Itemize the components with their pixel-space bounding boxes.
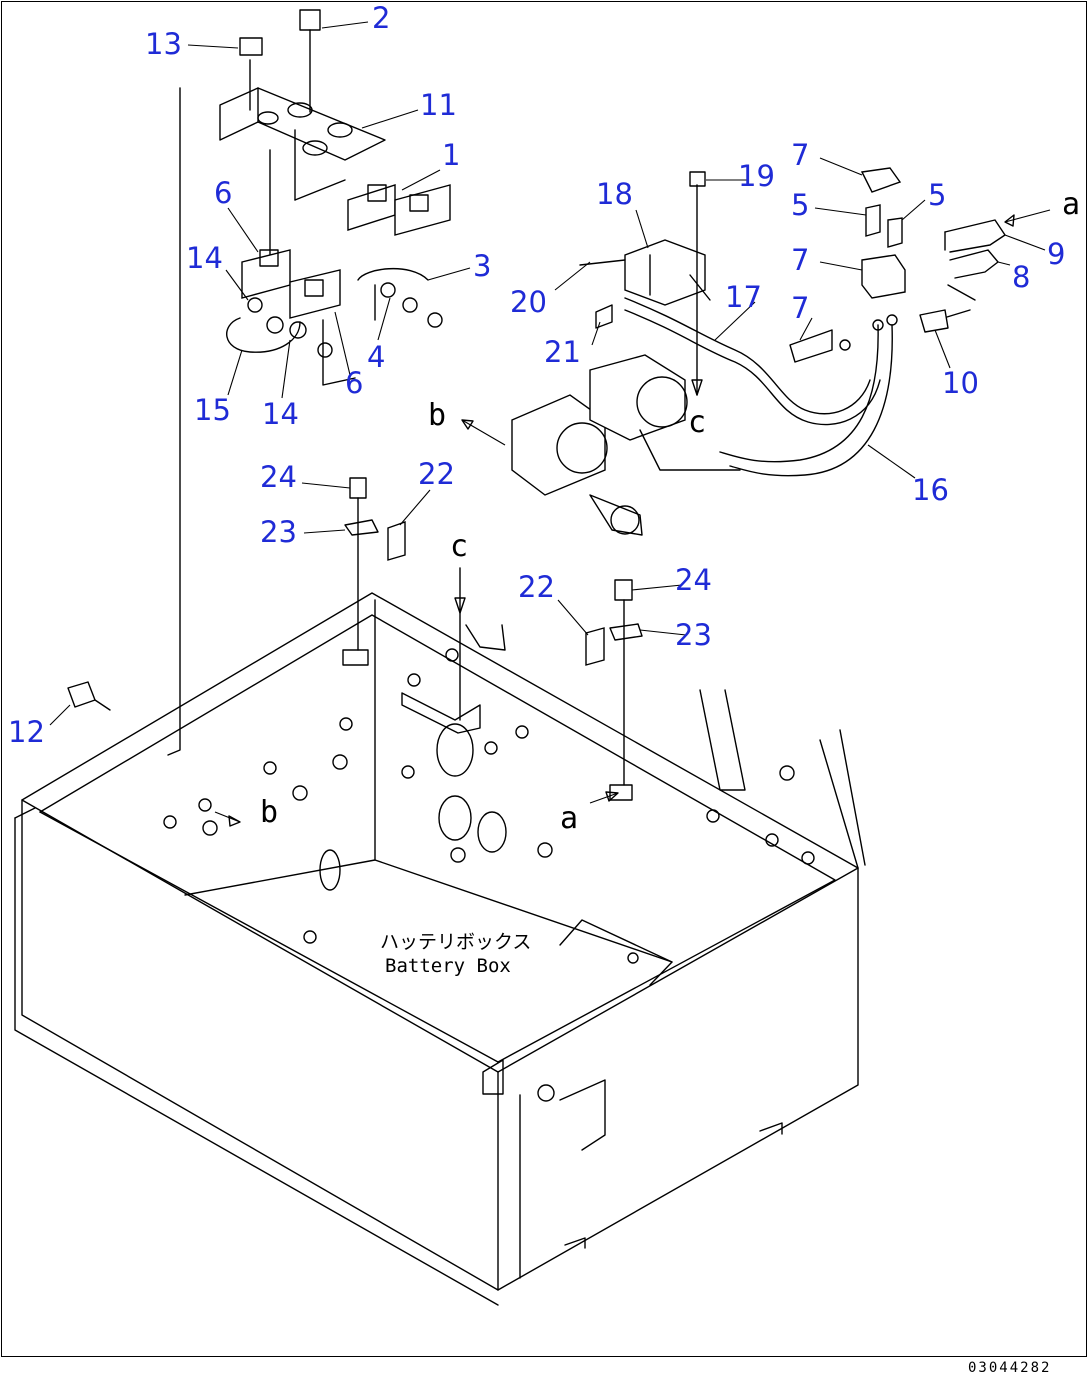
ref-letter-c: c (450, 529, 468, 564)
callout-7: 7 (791, 243, 809, 277)
battery-relay-assembly (511, 167, 1006, 536)
callout-18: 18 (596, 177, 633, 211)
callout-23: 23 (260, 515, 297, 549)
callout-13: 13 (145, 27, 182, 61)
callout-14: 14 (186, 241, 223, 275)
callout-23: 23 (675, 618, 712, 652)
drawing-frame (1, 1, 1087, 1357)
callout-20: 20 (510, 285, 547, 319)
drawing-number: 03044282 (968, 1360, 1051, 1376)
ref-letter-b: b (428, 398, 446, 433)
callout-14: 14 (262, 397, 299, 431)
callout-4: 4 (367, 340, 385, 374)
callout-16: 16 (912, 473, 949, 507)
callout-6: 6 (214, 176, 232, 210)
callout-5: 5 (928, 178, 946, 212)
battery-box-label: ハッテリボックス Battery Box (380, 931, 531, 977)
callout-17: 17 (725, 280, 762, 314)
callout-7: 7 (791, 291, 809, 325)
callout-10: 10 (942, 366, 979, 400)
callout-24: 24 (675, 563, 712, 597)
callout-8: 8 (1012, 260, 1030, 294)
callout-21: 21 (544, 335, 581, 369)
leader-lines (49, 21, 1051, 827)
box-label-jp: ハッテリボックス (380, 931, 531, 953)
callout-2: 2 (372, 1, 390, 35)
callout-7: 7 (791, 138, 809, 172)
callout-5: 5 (791, 188, 809, 222)
ref-letter-b: b (260, 795, 278, 830)
callout-3: 3 (473, 249, 491, 283)
callout-11: 11 (420, 88, 457, 122)
callout-19: 19 (738, 159, 775, 193)
callout-24: 24 (260, 460, 297, 494)
reference-letters: a a b b c c (260, 187, 1080, 836)
ref-letter-c: c (688, 405, 706, 440)
ref-letter-a: a (1062, 187, 1080, 222)
callout-15: 15 (194, 393, 231, 427)
callout-22: 22 (518, 570, 555, 604)
callout-12: 12 (8, 715, 45, 749)
box-label-en: Battery Box (385, 955, 511, 977)
callout-labels: 13 2 11 1 6 14 3 4 6 15 14 18 19 7 5 5 7… (8, 1, 1065, 749)
callout-22: 22 (418, 457, 455, 491)
ref-letter-a: a (560, 801, 578, 836)
clamp-parts (67, 477, 643, 786)
callout-6: 6 (345, 366, 363, 400)
callout-9: 9 (1047, 237, 1065, 271)
battery-box (14, 592, 866, 1306)
callout-1: 1 (442, 138, 460, 172)
switch-assembly (167, 9, 451, 756)
